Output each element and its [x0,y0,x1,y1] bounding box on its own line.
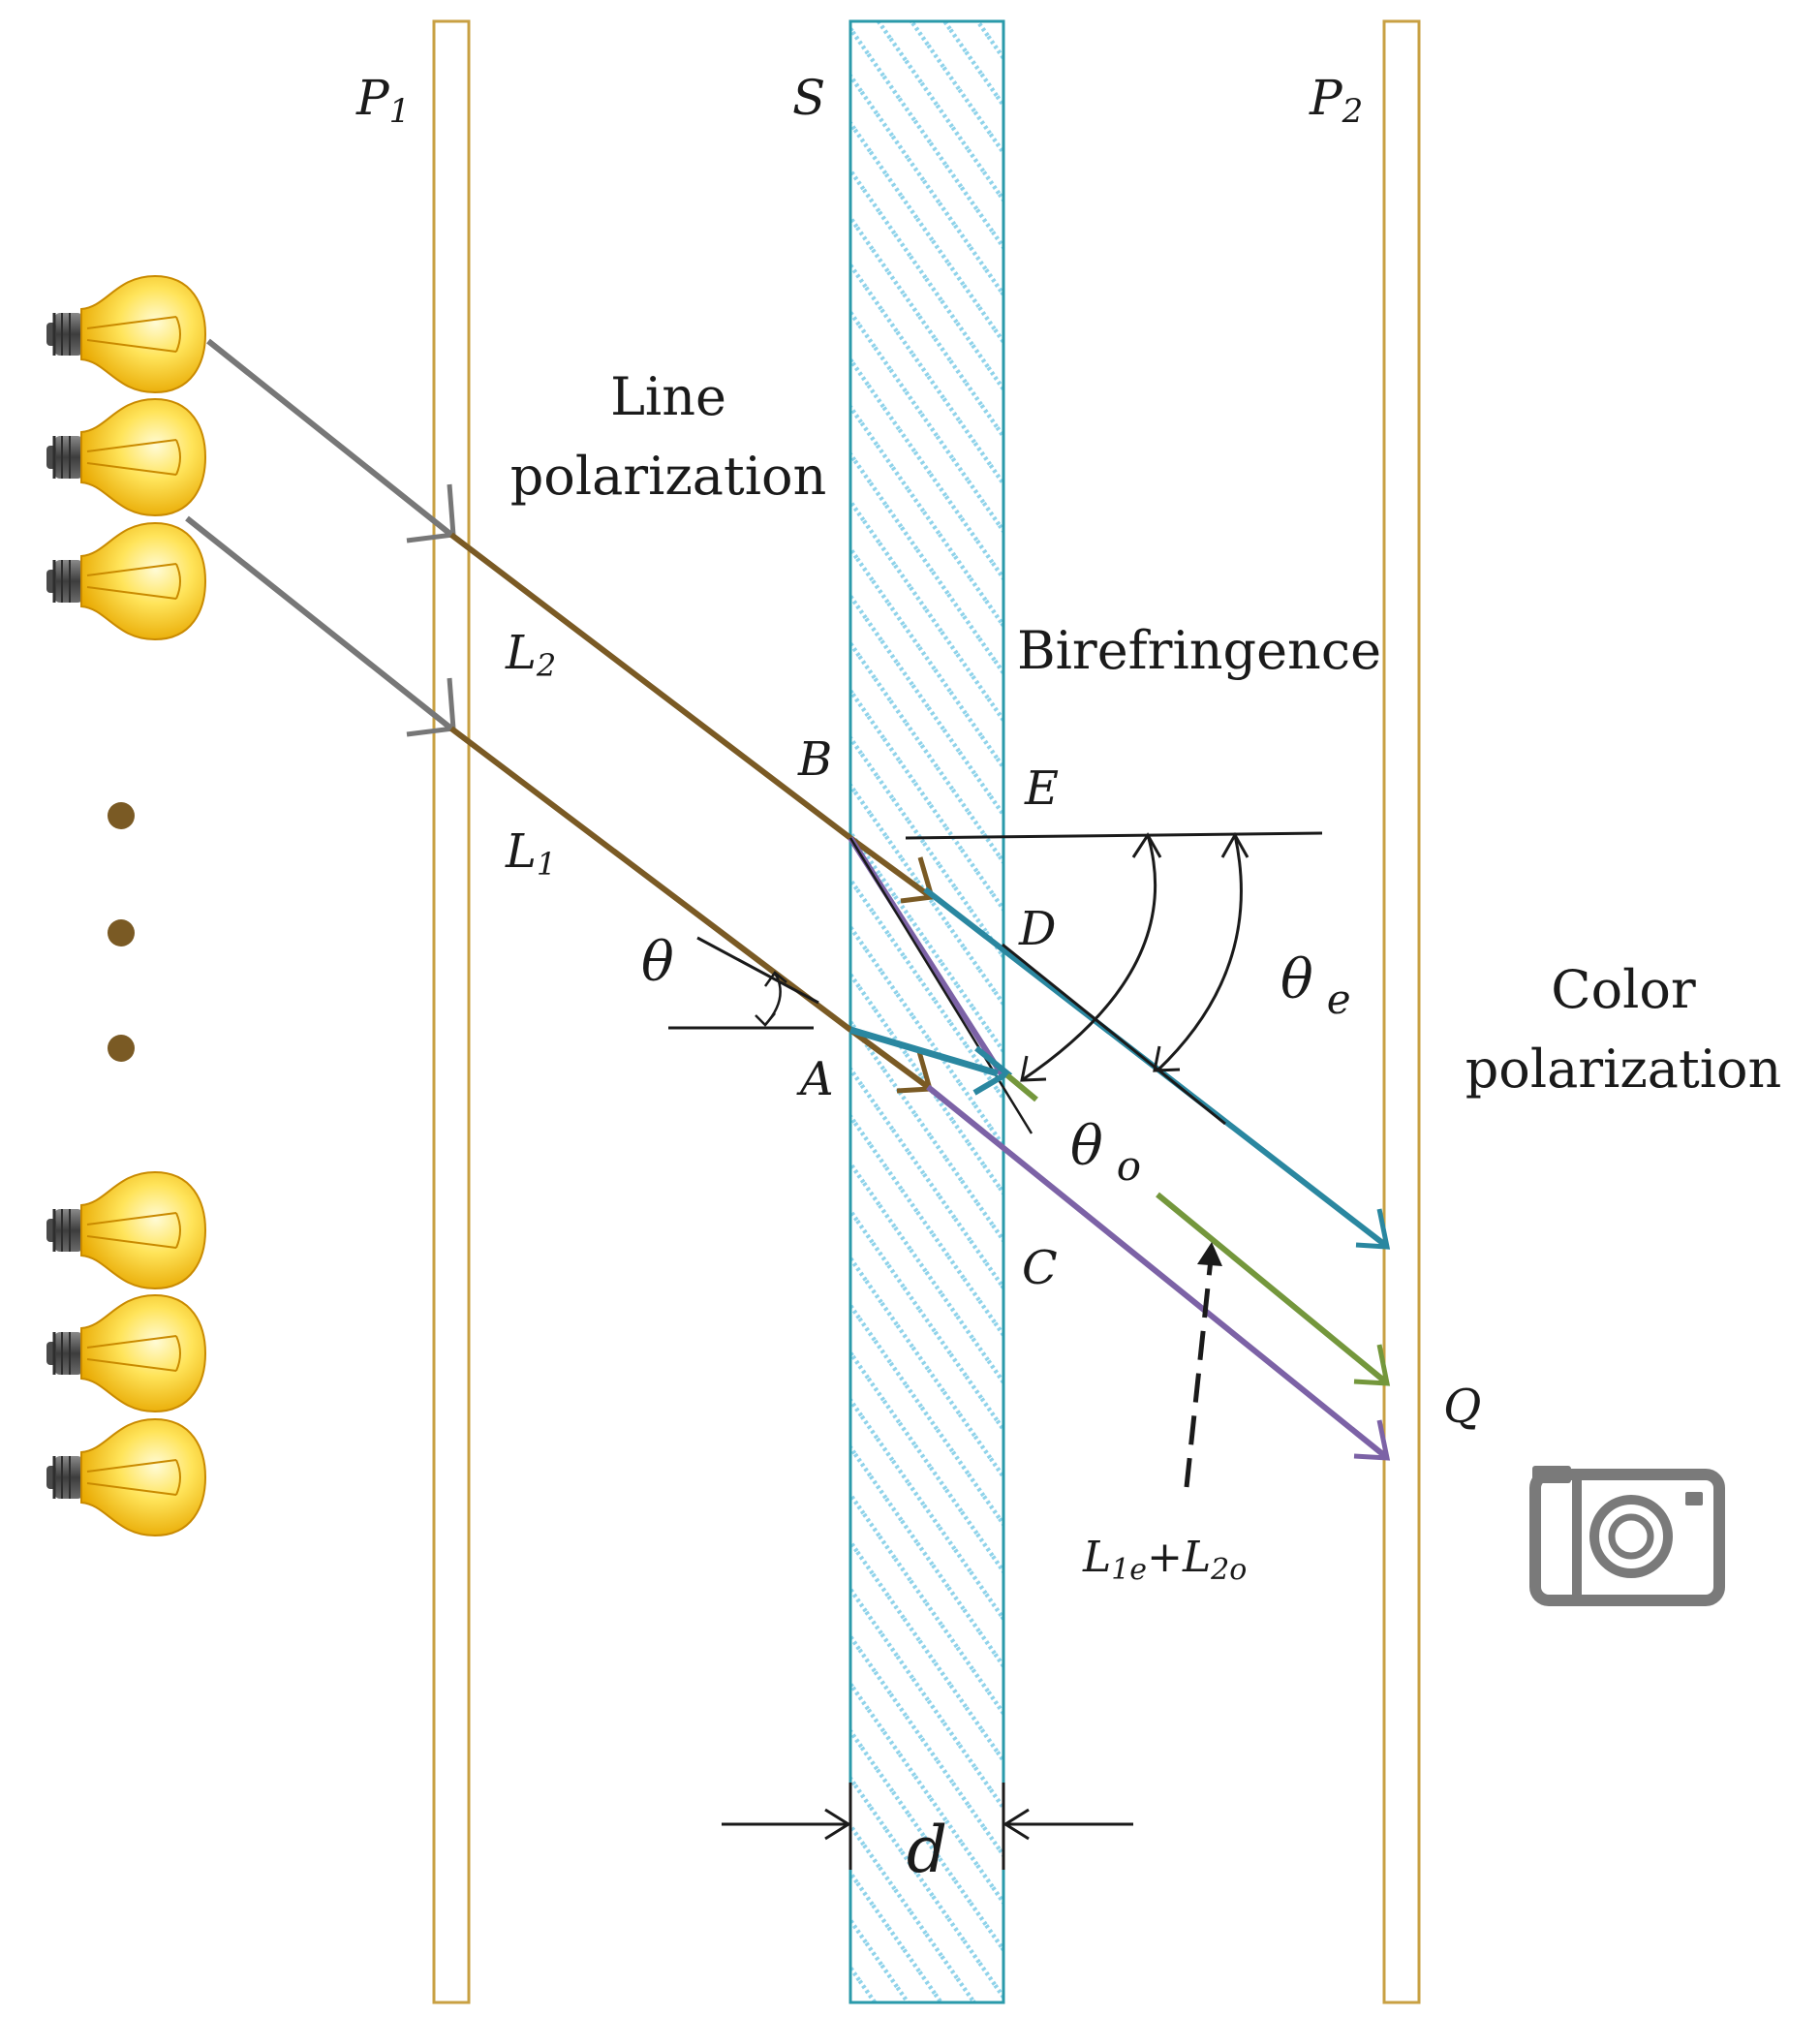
polarizer-p1 [432,19,471,2004]
exit-ray-combined-green [1005,1072,1038,1102]
ellipsis-dot [108,1035,135,1062]
birefringent-plate [848,19,1005,2004]
theta-e-arc-inner-arrow-bottom [1020,1055,1047,1082]
exit-arrowhead-green [1353,1344,1391,1386]
label-l1e-plus-l2o: L1e+L2o [1082,1533,1247,1587]
light-bulb-icon [45,1417,207,1537]
label-a: A [796,1052,834,1106]
l1-inside-plate [848,1027,930,1090]
label-e: E [1024,761,1059,816]
theta-arc-arrow-top [763,971,787,987]
light-bulb-icon [45,1293,207,1413]
label-p1: P1 [355,70,410,131]
polarizer-p2 [1382,19,1421,2004]
label-b: B [797,732,832,787]
extraordinary-arrowhead [972,1045,1013,1096]
label-l1: L1 [505,824,556,883]
label-d-point: D [1018,902,1056,956]
extraordinary-ray-in-plate [849,1026,999,1077]
theta-e-arc-outer-arrow-bottom [1153,1045,1181,1072]
label-s: S [792,70,825,126]
dark-overlay-e [1002,943,1226,1126]
label-birefringence: Birefringence [1017,620,1381,681]
exit-ray-o-purple [926,1084,1387,1459]
combined-ray-pointer [1184,1258,1214,1488]
label-l2: L2 [505,626,556,684]
camera-icon [1529,1466,1725,1606]
ellipsis-dot [108,802,135,829]
label-p2: P2 [1309,70,1363,131]
theta-e-arc-outer [1156,834,1243,1072]
label-line-polarization-1: Line [610,366,726,427]
theta-ray-overlay [696,936,819,1005]
theta-e-arc-inner [1021,834,1157,1082]
label-line-polarization-2: polarization [510,446,827,507]
label-theta: θ [641,931,674,994]
theta-e-arc-outer-arrow-top [1220,831,1249,858]
incident-ray-upper [206,338,453,538]
theta-e-arc-inner-arrow-top [1131,832,1162,858]
light-bulb-icon [45,1170,207,1290]
exit-arrowhead-purple [1353,1419,1391,1461]
label-c: C [1022,1241,1058,1295]
combined-ray-pointer-head [1197,1242,1222,1266]
polarized-ray-l2 [449,532,852,841]
ordinary-ray-overlay [848,837,1033,1134]
reference-line-e [905,831,1323,840]
l2-inside-plate [848,835,932,899]
label-thickness-d: d [907,1813,947,1887]
incident-ray-lower [185,515,453,731]
exit-ray-combined-green-far [1156,1192,1387,1384]
light-bulb-icon [45,521,207,641]
label-q: Q [1443,1380,1481,1434]
theta-arc-arrow-bottom [755,1012,776,1027]
ellipsis-dot [108,919,135,946]
thickness-arrowhead-left [824,1808,851,1841]
light-bulb-icon [45,397,207,517]
label-color-polarization-2: polarization [1465,1039,1782,1100]
label-color-polarization-1: Color [1551,959,1696,1020]
light-bulb-icon [45,274,207,394]
exit-arrowhead-teal [1355,1208,1391,1250]
thickness-arrowhead-right [1003,1808,1030,1841]
